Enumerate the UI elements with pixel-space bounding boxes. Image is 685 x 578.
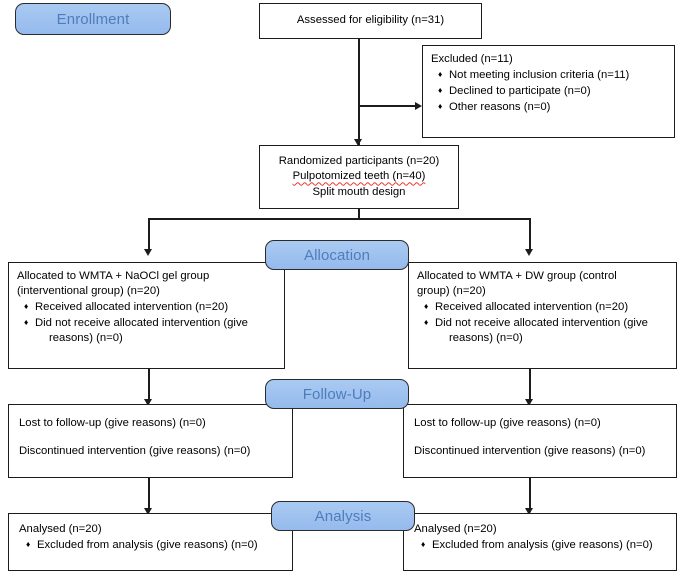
stage-label-allocation: Allocation xyxy=(265,240,409,270)
connector-followup-right-drop xyxy=(529,368,531,401)
allocation-right-list: Received allocated intervention (n=20) D… xyxy=(417,300,668,346)
arrowhead-to-excluded xyxy=(415,101,422,110)
stage-label-enrollment: Enrollment xyxy=(15,3,171,35)
allocation-right-heading-2: group) (n=20) xyxy=(417,285,486,298)
allocation-left-heading-2: (interventional group) (n=20) xyxy=(17,285,160,298)
box-assessed-for-eligibility: Assessed for eligibility (n=31) xyxy=(259,3,482,39)
allocation-right-item-text: Received allocated intervention (n=20) xyxy=(435,301,629,314)
connector-analysis-left-drop xyxy=(148,477,150,510)
connector-randomized-down xyxy=(358,209,360,219)
excluded-reason-item: Not meeting inclusion criteria (n=11) xyxy=(438,68,666,83)
followup-right-discontinued: Discontinued intervention (give reasons)… xyxy=(414,445,646,458)
excluded-heading: Excluded (n=11) xyxy=(431,53,513,65)
followup-right-lost: Lost to follow-up (give reasons) (n=0) xyxy=(414,417,601,429)
box-analysis-right: Analysed (n=20) Excluded from analysis (… xyxy=(403,513,677,571)
stage-allocation-text: Allocation xyxy=(303,246,371,264)
box-followup-left: Lost to follow-up (give reasons) (n=0) D… xyxy=(8,404,293,478)
connector-allocation-left-drop xyxy=(148,218,150,250)
analysis-right-item: Excluded from analysis (give reasons) (n… xyxy=(421,538,666,553)
box-allocation-right: Allocated to WMTA + DW group (control gr… xyxy=(408,262,677,369)
analysis-left-analysed: Analysed (n=20) xyxy=(19,523,102,535)
allocation-left-item-text: Received allocated intervention (n=20) xyxy=(35,301,229,314)
allocation-right-item: Received allocated intervention (n=20) xyxy=(424,300,668,315)
analysis-right-list: Excluded from analysis (give reasons) (n… xyxy=(414,538,666,553)
stage-enrollment-text: Enrollment xyxy=(56,10,130,28)
stage-analysis-text: Analysis xyxy=(314,507,372,525)
allocation-right-item-text: Did not receive allocated intervention (… xyxy=(435,317,648,330)
arrowhead-followup-right xyxy=(525,399,533,406)
excluded-reason-item: Other reasons (n=0) xyxy=(438,100,666,115)
analysis-left-excluded-text: Excluded from analysis (give reasons) (n… xyxy=(37,539,258,552)
allocation-left-item-text: Did not receive allocated intervention (… xyxy=(35,317,248,330)
allocation-left-item-text-cont: reasons) (n=0) xyxy=(49,332,123,345)
followup-left-lost: Lost to follow-up (give reasons) (n=0) xyxy=(19,417,206,429)
excluded-reason-text: Other reasons (n=0) xyxy=(449,101,551,114)
assessed-text: Assessed for eligibility (n=31) xyxy=(296,14,445,27)
connector-to-excluded xyxy=(358,105,416,107)
connector-assessed-to-randomized xyxy=(358,39,360,146)
excluded-reason-text: Not meeting inclusion criteria (n=11) xyxy=(449,69,630,82)
stage-label-analysis: Analysis xyxy=(271,501,415,531)
connector-analysis-right-drop xyxy=(529,477,531,510)
excluded-reason-list: Not meeting inclusion criteria (n=11) De… xyxy=(431,68,666,115)
allocation-left-item: Received allocated intervention (n=20) xyxy=(24,300,276,315)
randomized-line-3: Split mouth design xyxy=(312,185,406,198)
followup-left-discontinued: Discontinued intervention (give reasons)… xyxy=(19,445,251,458)
box-randomized-participants: Randomized participants (n=20) Pulpotomi… xyxy=(259,145,459,209)
excluded-reason-item: Declined to participate (n=0) xyxy=(438,84,666,99)
analysis-right-excluded-text: Excluded from analysis (give reasons) (n… xyxy=(432,539,653,552)
allocation-left-item: Did not receive allocated intervention (… xyxy=(24,316,276,346)
randomized-line-2: Pulpotomized teeth (n=40) xyxy=(292,170,426,183)
excluded-reason-text: Declined to participate (n=0) xyxy=(449,85,591,98)
connector-followup-left-drop xyxy=(148,368,150,401)
arrowhead-allocation-right xyxy=(525,249,533,256)
arrowhead-followup-left xyxy=(144,399,152,406)
allocation-left-list: Received allocated intervention (n=20) D… xyxy=(17,300,276,346)
connector-allocation-right-drop xyxy=(529,218,531,250)
connector-allocation-splitbar xyxy=(148,218,530,220)
arrowhead-to-randomized xyxy=(354,139,362,146)
allocation-right-item: Did not receive allocated intervention (… xyxy=(424,316,668,346)
arrowhead-analysis-right xyxy=(525,508,533,515)
arrowhead-analysis-left xyxy=(144,508,152,515)
analysis-right-analysed: Analysed (n=20) xyxy=(414,523,497,535)
box-followup-right: Lost to follow-up (give reasons) (n=0) D… xyxy=(403,404,677,478)
analysis-left-list: Excluded from analysis (give reasons) (n… xyxy=(19,538,282,553)
box-analysis-left: Analysed (n=20) Excluded from analysis (… xyxy=(8,513,293,571)
box-excluded: Excluded (n=11) Not meeting inclusion cr… xyxy=(422,45,675,138)
stage-followup-text: Follow-Up xyxy=(302,385,372,403)
allocation-left-heading-1: Allocated to WMTA + NaOCl gel group xyxy=(17,270,210,282)
box-allocation-left: Allocated to WMTA + NaOCl gel group (int… xyxy=(8,262,285,369)
stage-label-followup: Follow-Up xyxy=(265,379,409,409)
allocation-right-item-text-cont: reasons) (n=0) xyxy=(449,332,523,345)
analysis-left-item: Excluded from analysis (give reasons) (n… xyxy=(26,538,282,553)
allocation-right-heading-1: Allocated to WMTA + DW group (control xyxy=(417,270,617,282)
arrowhead-allocation-left xyxy=(144,249,152,256)
randomized-line-1: Randomized participants (n=20) xyxy=(278,155,440,168)
